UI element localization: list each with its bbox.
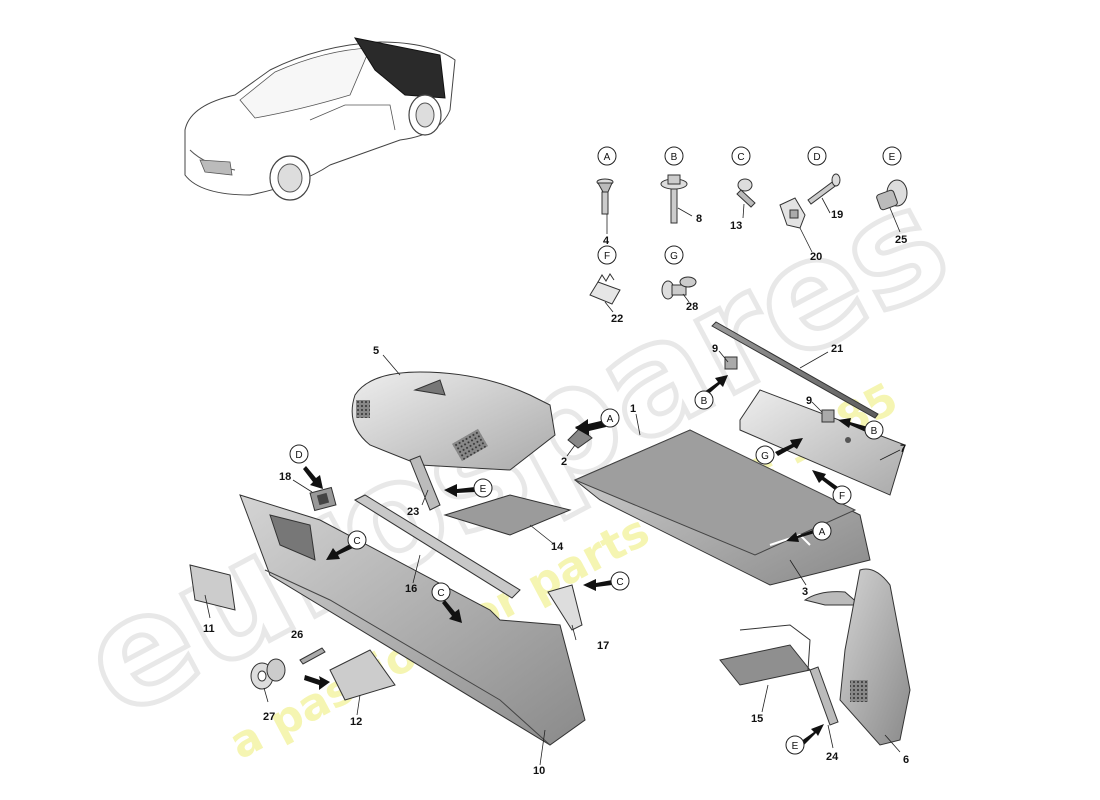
callout-22: 22 bbox=[611, 313, 623, 325]
push-rivet-g-icon bbox=[661, 276, 697, 300]
callout-5: 5 bbox=[373, 345, 379, 357]
arrow-g: G bbox=[755, 438, 803, 465]
callout-7: 7 bbox=[900, 443, 906, 455]
svg-text:D: D bbox=[295, 450, 302, 461]
arrow-a-upper: A bbox=[575, 408, 620, 436]
callout-26: 26 bbox=[291, 629, 303, 641]
callout-11: 11 bbox=[203, 623, 215, 635]
callout-19: 19 bbox=[831, 209, 843, 221]
part-17-corner bbox=[547, 584, 583, 631]
bolt-d-icon bbox=[807, 173, 841, 205]
svg-text:A: A bbox=[607, 414, 614, 425]
part-16-strip bbox=[353, 494, 521, 599]
part-5-upper-trim bbox=[351, 371, 556, 471]
part-3-lip bbox=[803, 591, 862, 606]
svg-text:B: B bbox=[701, 396, 708, 407]
callout-9-lower: 9 bbox=[806, 395, 812, 407]
callout-16: 16 bbox=[405, 583, 417, 595]
part-11-bracket bbox=[189, 564, 236, 611]
callout-8: 8 bbox=[696, 213, 702, 225]
callout-23: 23 bbox=[407, 506, 419, 518]
callout-6: 6 bbox=[903, 754, 909, 766]
key-letter-g: G bbox=[670, 251, 678, 262]
svg-text:C: C bbox=[353, 536, 360, 547]
callout-25: 25 bbox=[895, 234, 907, 246]
part-15-tray bbox=[719, 624, 811, 686]
arrow-b-lower: B bbox=[838, 418, 884, 440]
part-26-rivet bbox=[299, 647, 326, 665]
pointer-arrows: A B B G F A D bbox=[289, 375, 884, 755]
callout-10: 10 bbox=[533, 765, 545, 777]
callout-12: 12 bbox=[350, 716, 362, 728]
part-21-rod bbox=[711, 321, 879, 419]
part-9-clip-a bbox=[724, 356, 738, 370]
part-18-plate bbox=[309, 486, 337, 512]
screw-a-icon bbox=[596, 178, 614, 215]
callout-27: 27 bbox=[263, 711, 275, 723]
arrow-b-upper: B bbox=[694, 375, 728, 410]
part-12-bracket bbox=[329, 649, 396, 701]
callout-20: 20 bbox=[810, 251, 822, 263]
part-number-callouts: 1 2 3 4 5 6 7 8 9 9 10 11 12 13 14 15 16… bbox=[203, 209, 909, 777]
car-overview-illustration bbox=[184, 37, 456, 201]
arrow-c-right: C bbox=[583, 571, 630, 591]
arrow-c-upper: C bbox=[326, 530, 367, 560]
callout-9-upper: 9 bbox=[712, 343, 718, 355]
part-23-strip bbox=[409, 455, 441, 511]
key-letter-b: B bbox=[671, 152, 678, 163]
callout-24: 24 bbox=[826, 751, 839, 763]
part-6-side-trim bbox=[839, 568, 911, 746]
part-9-clip-b bbox=[821, 409, 835, 423]
clip-nut-icon bbox=[779, 197, 806, 229]
key-letter-a: A bbox=[604, 152, 611, 163]
arrow-e-upper: E bbox=[444, 478, 493, 498]
svg-text:E: E bbox=[792, 741, 799, 752]
svg-text:C: C bbox=[437, 588, 444, 599]
key-letter-c: C bbox=[737, 152, 744, 163]
part-10-side-panel bbox=[239, 494, 586, 746]
svg-text:F: F bbox=[839, 491, 845, 502]
callout-28: 28 bbox=[686, 301, 698, 313]
key-letter-e: E bbox=[889, 152, 896, 163]
key-letter-d: D bbox=[813, 152, 820, 163]
arrow-f: F bbox=[812, 470, 852, 505]
svg-text:A: A bbox=[819, 527, 826, 538]
fastener-key: A B C D E F G bbox=[589, 146, 908, 305]
callout-15: 15 bbox=[751, 713, 763, 725]
leader-lines bbox=[204, 197, 901, 766]
callout-21: 21 bbox=[831, 343, 843, 355]
callout-3: 3 bbox=[802, 586, 808, 598]
arrow-c-middle: C bbox=[431, 582, 462, 623]
part-24-strip bbox=[809, 666, 839, 726]
callout-1: 1 bbox=[630, 403, 636, 415]
clip-f-icon bbox=[589, 273, 621, 305]
part-14-panel bbox=[443, 494, 572, 536]
key-letter-f: F bbox=[604, 251, 610, 262]
svg-text:B: B bbox=[871, 426, 878, 437]
svg-text:C: C bbox=[616, 577, 623, 588]
part-7-rear-panel bbox=[739, 389, 906, 496]
callout-17: 17 bbox=[597, 640, 609, 652]
svg-text:G: G bbox=[761, 451, 769, 462]
callout-4: 4 bbox=[603, 235, 610, 247]
retainer-e-icon bbox=[876, 179, 908, 211]
arrow-c-lower bbox=[304, 675, 330, 690]
arrow-a-lower: A bbox=[786, 521, 832, 542]
callout-13: 13 bbox=[730, 220, 742, 232]
bolt-b-icon bbox=[660, 174, 688, 224]
arrow-e-lower: E bbox=[785, 724, 824, 755]
callout-18: 18 bbox=[279, 471, 291, 483]
part-27-washers bbox=[250, 658, 286, 690]
callout-2: 2 bbox=[561, 456, 567, 468]
callout-14: 14 bbox=[551, 541, 564, 553]
arrow-d: D bbox=[289, 444, 323, 489]
svg-text:E: E bbox=[480, 484, 487, 495]
screw-c-icon bbox=[736, 178, 756, 208]
part-1-floor-panel bbox=[573, 429, 871, 586]
